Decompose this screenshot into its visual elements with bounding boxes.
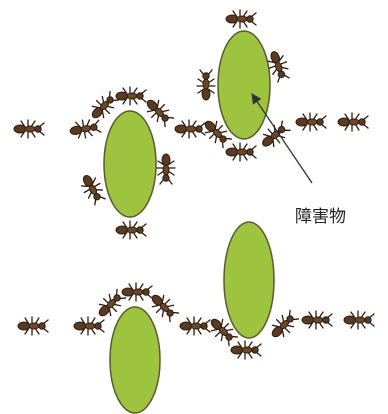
- obstacle-top-left: [104, 111, 156, 217]
- ant: [87, 89, 121, 123]
- ant: [116, 87, 146, 105]
- ant: [231, 341, 261, 359]
- ant: [338, 113, 368, 131]
- ant: [18, 317, 48, 335]
- ant: [197, 70, 215, 100]
- ant: [180, 317, 210, 335]
- ant: [14, 120, 44, 138]
- ant: [122, 283, 152, 301]
- ant: [157, 154, 175, 184]
- ant: [226, 143, 256, 161]
- ant: [77, 171, 108, 206]
- obstacle-bottom-left: [110, 307, 160, 413]
- obstacle-top-right: [218, 31, 270, 139]
- ant: [267, 308, 301, 342]
- ant-trail-bottom: [18, 283, 374, 359]
- ant: [116, 221, 146, 239]
- obstacle-label: 障害物: [295, 207, 346, 227]
- ant-trail-top: [14, 10, 368, 239]
- ant: [69, 117, 102, 140]
- obstacle-bottom-right: [224, 222, 274, 338]
- ant: [344, 311, 374, 329]
- ant: [296, 113, 326, 131]
- annotation-arrow: [252, 94, 312, 183]
- ant: [175, 120, 205, 138]
- ant: [147, 290, 181, 324]
- ant: [302, 311, 332, 329]
- ant: [226, 10, 256, 28]
- ant: [74, 317, 104, 335]
